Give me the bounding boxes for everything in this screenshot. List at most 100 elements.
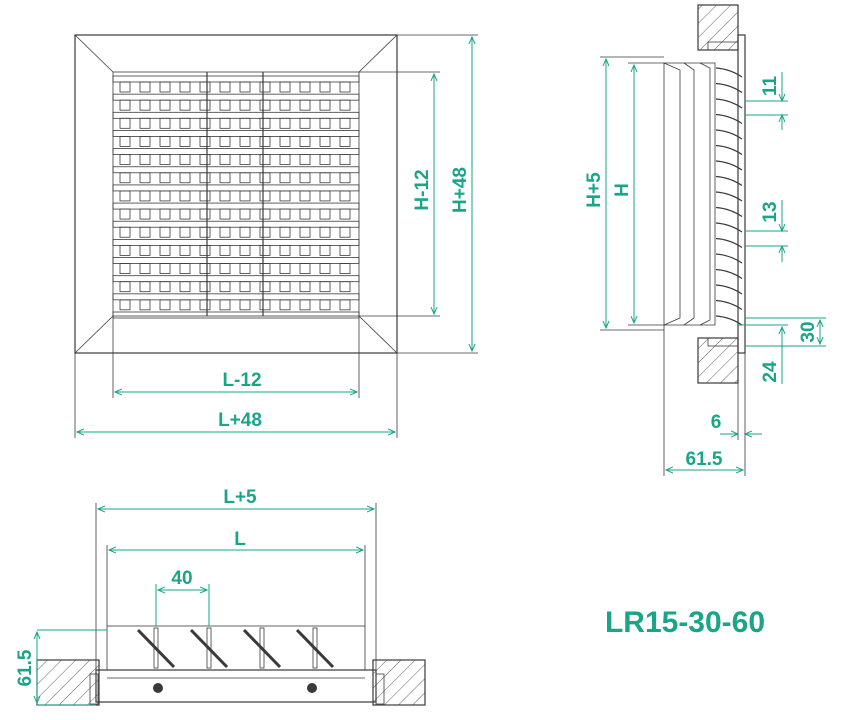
front-cell — [319, 263, 331, 274]
side-front-frame — [737, 34, 746, 354]
front-cell — [259, 190, 271, 202]
front-cell — [239, 208, 251, 220]
front-cell — [139, 136, 151, 147]
side-blade — [715, 237, 743, 248]
front-cell — [159, 208, 171, 220]
front-cell — [159, 263, 171, 274]
front-cell — [339, 117, 351, 129]
dim-frame-width: 24 — [760, 361, 781, 383]
top-blade-pivot — [259, 627, 265, 669]
model-label: LR15-30-60 — [605, 606, 765, 639]
front-blade — [112, 293, 360, 301]
front-cell — [299, 208, 311, 220]
front-cell — [239, 117, 251, 129]
front-cell — [339, 208, 351, 220]
front-cell — [319, 281, 331, 293]
front-cell — [279, 208, 291, 220]
front-cell — [299, 117, 311, 129]
dim-top-width: L — [234, 529, 246, 550]
front-cell — [139, 117, 151, 129]
dim-top-outer-width: L+5 — [223, 487, 257, 508]
front-cell — [179, 226, 191, 238]
dim-side-depth: 61.5 — [686, 449, 723, 470]
front-cell — [219, 117, 231, 129]
front-cell — [319, 208, 331, 220]
screw-icon — [307, 683, 317, 693]
front-cell — [239, 190, 251, 202]
front-cell — [299, 154, 311, 166]
front-cell — [179, 81, 191, 93]
top-blade — [295, 628, 335, 669]
front-cell — [259, 226, 271, 238]
side-blade — [715, 144, 743, 155]
side-blade — [715, 206, 743, 217]
screw-icon — [153, 683, 163, 693]
dim-side-height: H — [612, 183, 633, 197]
front-blade — [112, 166, 360, 174]
front-cell — [319, 226, 331, 238]
top-blades — [136, 627, 335, 669]
dim-flange-height: 30 — [798, 321, 819, 342]
front-cell — [339, 136, 351, 147]
front-cell — [139, 226, 151, 238]
front-cell — [159, 299, 171, 311]
front-cell — [199, 226, 211, 238]
front-blade — [112, 184, 360, 192]
front-cell — [259, 154, 271, 166]
front-cell — [299, 81, 311, 93]
front-cell — [299, 226, 311, 238]
front-cell — [259, 172, 271, 184]
side-blade — [715, 175, 743, 186]
front-cell — [179, 99, 191, 111]
front-cell — [239, 81, 251, 93]
front-cell — [339, 81, 351, 93]
front-cell — [299, 190, 311, 202]
front-cell — [199, 81, 211, 93]
side-blade — [715, 222, 743, 233]
front-blade — [112, 202, 360, 210]
dim-side-outer-height: H+5 — [584, 172, 605, 208]
front-cell — [199, 299, 211, 311]
front-cell — [299, 299, 311, 311]
front-cell — [199, 244, 211, 256]
front-cell — [219, 281, 231, 293]
top-view: L+5 L 40 61.5 — [15, 487, 426, 706]
front-cell — [119, 81, 131, 93]
dim-wall-gap: 6 — [711, 412, 722, 433]
front-cell — [159, 136, 171, 147]
front-cell — [299, 281, 311, 293]
front-cell — [319, 81, 331, 93]
side-blade — [715, 284, 743, 295]
front-cell — [239, 244, 251, 256]
wall-section-bottom — [697, 337, 739, 384]
front-cell — [239, 281, 251, 293]
front-cell — [179, 172, 191, 184]
front-cell — [179, 281, 191, 293]
front-cell — [319, 154, 331, 166]
front-cell — [179, 190, 191, 202]
side-blade — [715, 113, 743, 124]
front-cell — [159, 190, 171, 202]
side-blade — [715, 191, 743, 202]
side-blades — [715, 67, 743, 326]
front-cell — [219, 263, 231, 274]
front-cell — [339, 226, 351, 238]
front-cell — [199, 154, 211, 166]
front-cell — [119, 281, 131, 293]
dim-outer-width: L+48 — [218, 410, 262, 431]
front-cell — [159, 81, 171, 93]
front-cell — [119, 263, 131, 274]
front-cell — [219, 99, 231, 111]
wall-section-top — [697, 4, 739, 51]
front-cell — [339, 99, 351, 111]
front-cell — [299, 172, 311, 184]
front-cell — [119, 208, 131, 220]
front-blade — [112, 275, 360, 283]
front-cell — [339, 299, 351, 311]
dim-blade-pitch-top: 11 — [760, 76, 781, 97]
front-cell — [219, 190, 231, 202]
dim-inner-width: L-12 — [222, 370, 261, 391]
front-cell — [279, 226, 291, 238]
front-outer-frame — [74, 34, 398, 354]
front-cell — [139, 263, 151, 274]
